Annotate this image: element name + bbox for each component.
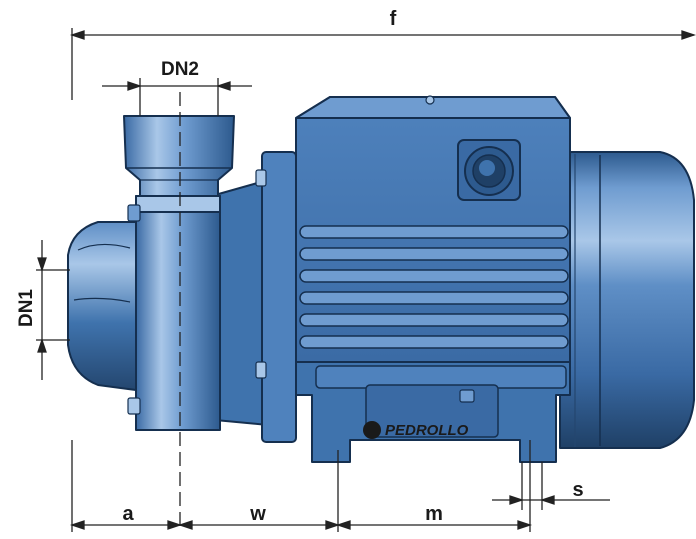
pump-casing bbox=[135, 195, 221, 431]
dimension-label-a: a bbox=[122, 503, 134, 525]
dimension-lines bbox=[36, 28, 696, 532]
dimension-label-dn1: DN1 bbox=[16, 289, 37, 327]
outlet-port-dn2 bbox=[123, 115, 235, 197]
motor-flange bbox=[261, 151, 297, 443]
dimension-label-m: m bbox=[425, 503, 443, 525]
dimension-label-f: f bbox=[390, 8, 397, 30]
dimension-label-s: s bbox=[572, 479, 583, 501]
inlet-port-dn1 bbox=[67, 221, 137, 391]
brand-logo-text: PEDROLLO bbox=[385, 422, 469, 439]
pedrollo-logo-icon bbox=[363, 421, 381, 439]
pump-illustration bbox=[67, 95, 695, 463]
cooling-fins bbox=[299, 225, 569, 349]
dimension-label-dn2: DN2 bbox=[161, 59, 199, 80]
dimension-label-w: w bbox=[249, 503, 266, 525]
cable-gland bbox=[457, 139, 521, 201]
brand-logo: PEDROLLO bbox=[363, 421, 469, 439]
motor-rear-cover bbox=[559, 151, 695, 449]
